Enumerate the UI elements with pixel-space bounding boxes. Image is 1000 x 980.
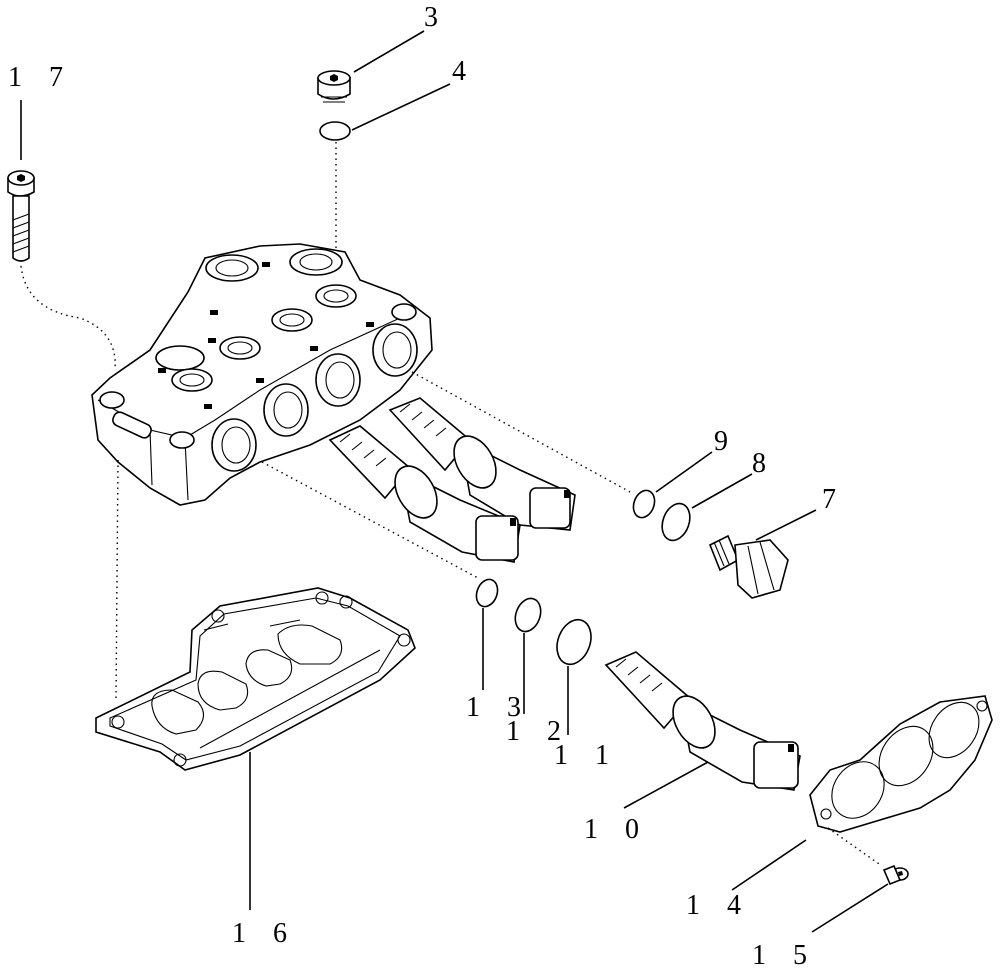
solenoid-valve-upper-rear (388, 397, 576, 531)
leader-14 (731, 839, 807, 891)
dotted-path-17 (20, 265, 116, 371)
part-13-o-ring (475, 578, 499, 608)
callout-13: 1 3 (466, 692, 531, 723)
callout-15: 1 5 (752, 940, 817, 971)
solenoid-valve-upper-front (328, 425, 521, 563)
part-14-cover-gasket (809, 695, 993, 833)
callout-11: 1 1 (554, 740, 619, 771)
part-10-solenoid-valve (604, 651, 801, 791)
leader-4 (351, 83, 451, 131)
leader-7 (755, 509, 817, 541)
part-4-o-ring (319, 121, 351, 141)
part-16-gasket (95, 587, 416, 771)
callout-9: 9 (714, 426, 738, 457)
callout-7: 7 (822, 484, 846, 515)
part-11-o-ring (556, 618, 592, 666)
leader-3 (353, 30, 425, 73)
callout-12: 1 2 (506, 716, 571, 747)
callout-10: 1 0 (584, 814, 649, 845)
leader-9 (655, 451, 713, 493)
part-3-plug (317, 70, 351, 103)
callout-4: 4 (452, 56, 476, 87)
callout-14: 1 4 (686, 890, 751, 921)
callout-3: 3 (424, 2, 448, 33)
part-7-hex-plug (708, 534, 789, 599)
leader-8 (691, 473, 753, 509)
leader-15 (811, 883, 889, 933)
part-17-cap-screw (7, 170, 35, 262)
part-8-o-ring (661, 502, 691, 542)
part-15-small-screw (882, 864, 909, 886)
dotted-path-body-lower (261, 461, 479, 579)
dotted-path-14 (827, 827, 883, 867)
valve-body (91, 243, 433, 506)
callout-16: 1 6 (232, 918, 297, 949)
callout-8: 8 (752, 448, 776, 479)
callout-17: 1 7 (8, 62, 73, 93)
dotted-path-16 (115, 459, 119, 701)
part-12-o-ring (514, 597, 542, 633)
part-9-o-ring (632, 489, 656, 519)
leader-10 (623, 761, 709, 809)
